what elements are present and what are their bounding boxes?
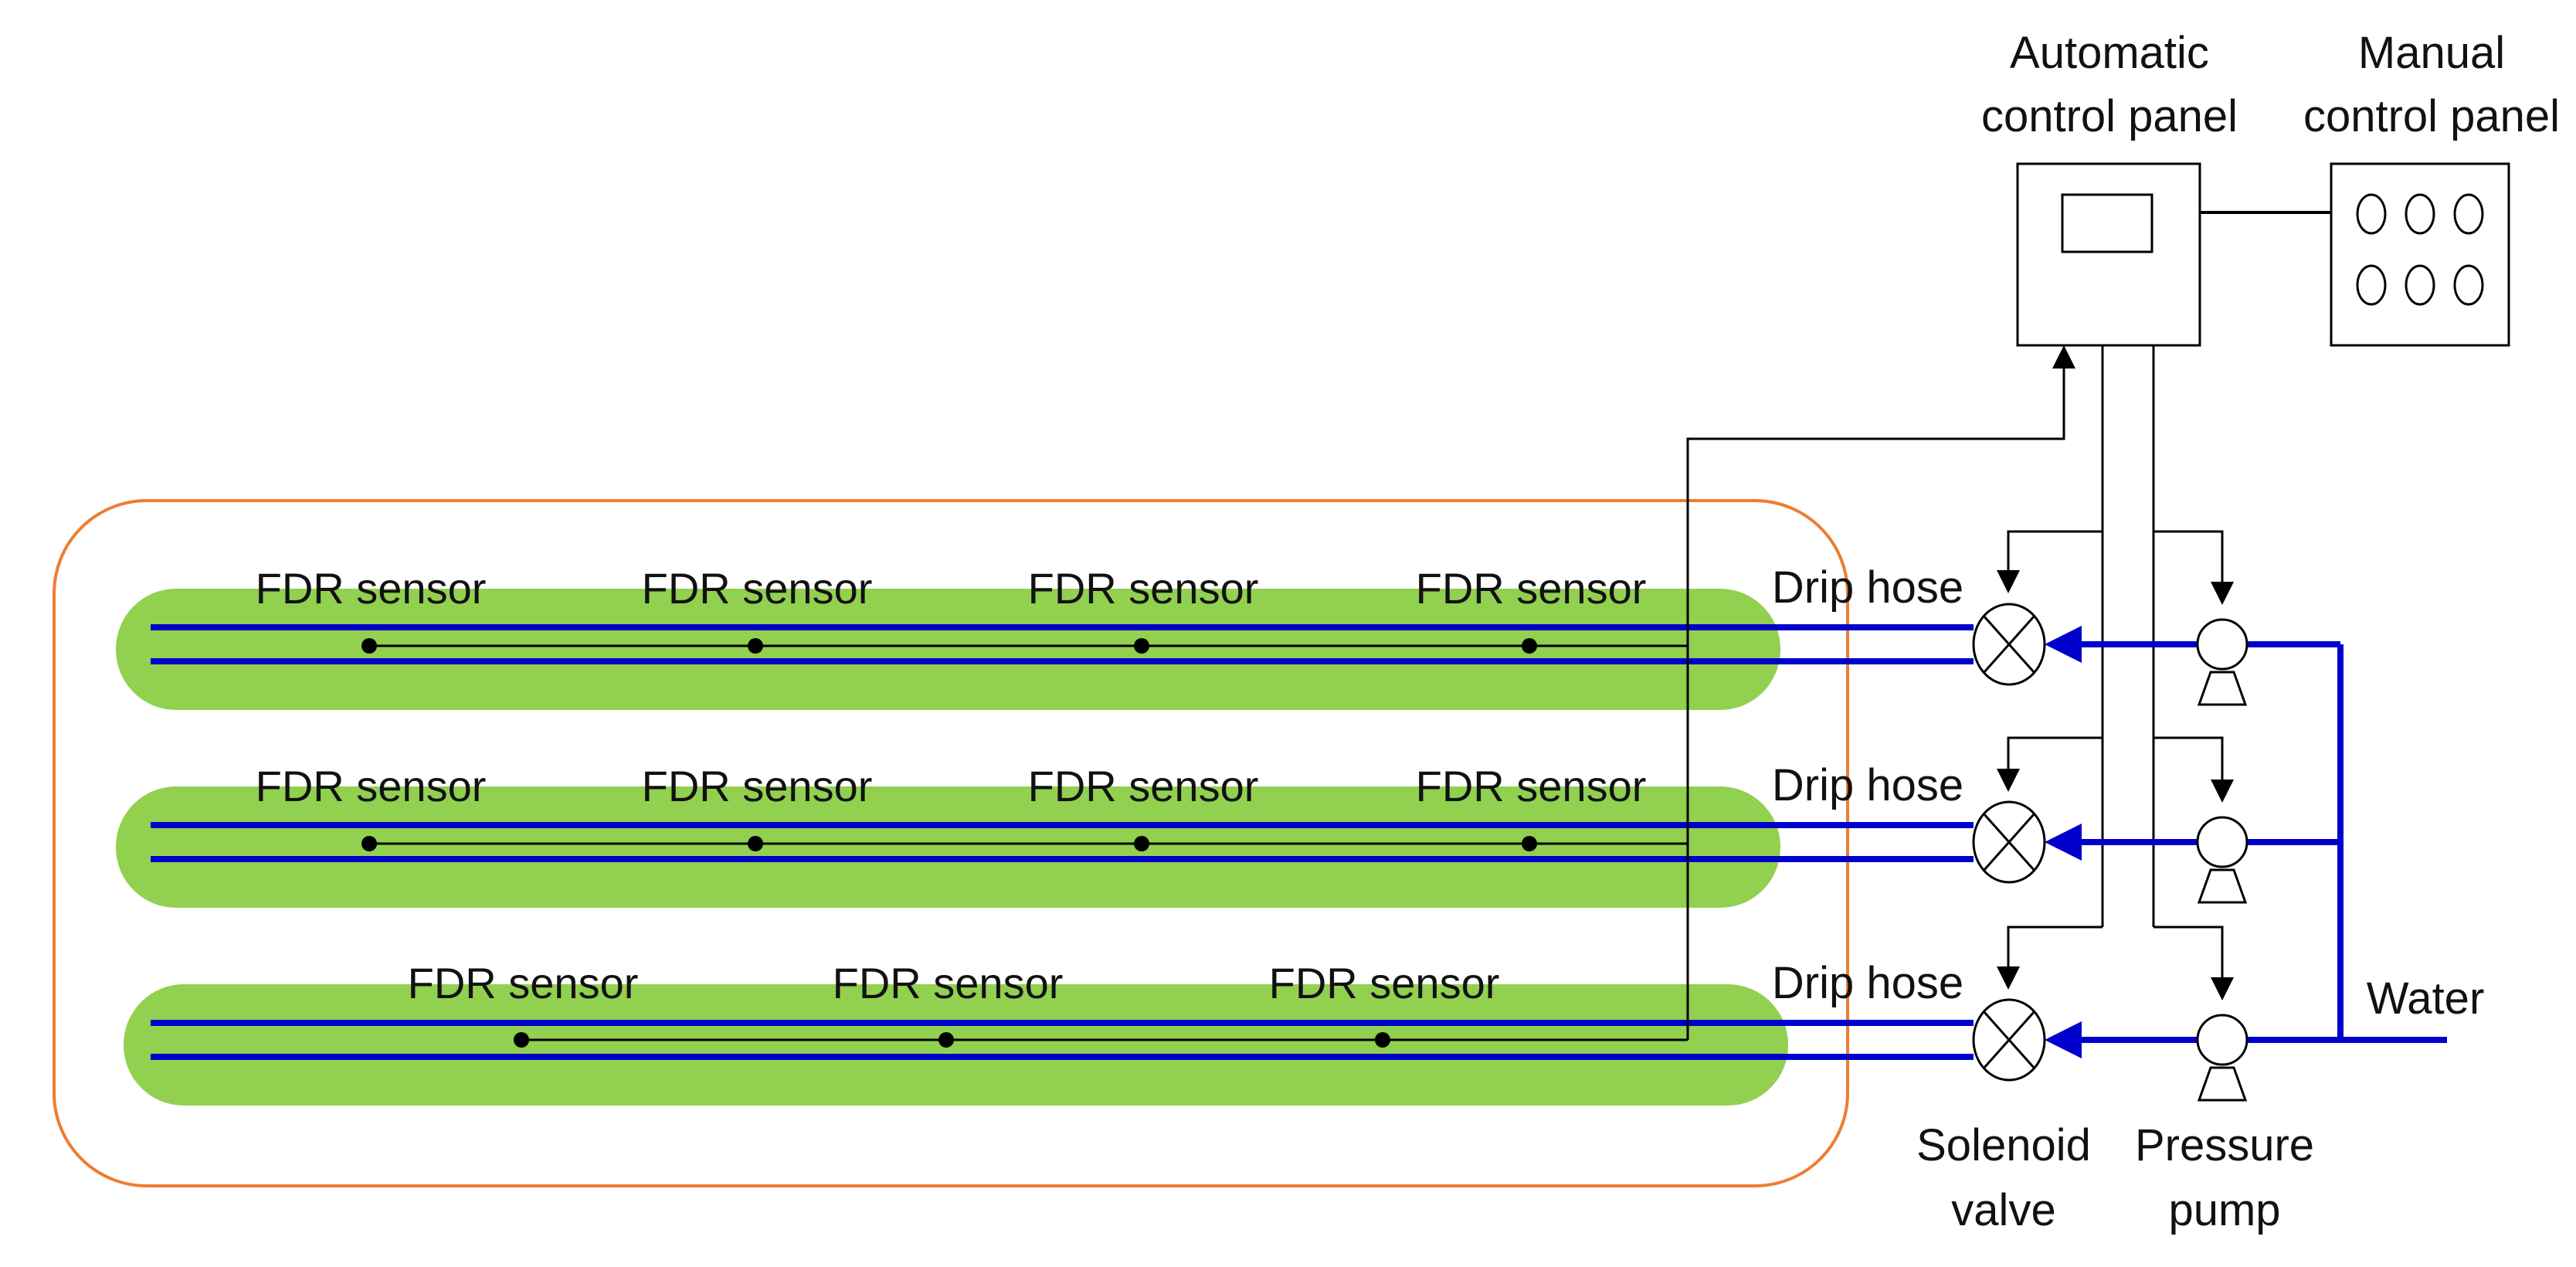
solenoid-valve-label-line2: valve xyxy=(1951,1185,2055,1235)
sensor-label: FDR sensor xyxy=(1416,564,1647,613)
panel-display xyxy=(2061,193,2153,253)
button-icon xyxy=(2405,264,2435,306)
sensor-label: FDR sensor xyxy=(833,959,1064,1007)
button-icon xyxy=(2356,193,2387,235)
sensor-label: FDR sensor xyxy=(642,564,873,613)
valve-control-line-3 xyxy=(1997,926,2103,990)
button-icon xyxy=(2453,193,2484,235)
solenoid-valves xyxy=(1972,603,2046,1082)
sensor-dot xyxy=(361,638,377,654)
planting-beds xyxy=(116,589,1788,1106)
pump-control-line-1 xyxy=(2153,530,2234,605)
sensor-dot xyxy=(361,836,377,851)
water-label: Water xyxy=(2367,973,2485,1024)
button-icon xyxy=(2453,264,2484,306)
solenoid-valve-icon xyxy=(1972,998,2046,1082)
sensor-label: FDR sensor xyxy=(256,762,487,810)
solenoid-valve-icon xyxy=(1972,800,2046,884)
water-supply xyxy=(2045,626,2447,1058)
sensor-dot xyxy=(1375,1032,1390,1048)
pressure-pump-icon xyxy=(2196,1014,2248,1102)
sensor-label: FDR sensor xyxy=(642,762,873,810)
sensor-dot xyxy=(748,638,763,654)
drip-hose-label: Drip hose xyxy=(1772,562,1963,613)
drip-hose-label: Drip hose xyxy=(1772,760,1963,810)
sensor-label: FDR sensor xyxy=(408,959,639,1007)
manual-panel-box xyxy=(2330,162,2510,347)
automatic-control-panel: Automatic control panel xyxy=(1981,28,2238,347)
sensor-dot xyxy=(938,1032,954,1048)
automatic-panel-box xyxy=(2016,162,2201,347)
planting-bed-3 xyxy=(124,984,1788,1106)
sensor-points xyxy=(361,638,1537,1048)
manual-panel-label-line2: control panel xyxy=(2303,91,2560,141)
sensor-dot xyxy=(514,1032,529,1048)
sensor-label: FDR sensor xyxy=(1028,564,1259,613)
sensor-dot xyxy=(1522,638,1537,654)
sensor-dot xyxy=(1134,836,1149,851)
valve-control-line-1 xyxy=(1997,530,2103,593)
sensor-dot xyxy=(1522,836,1537,851)
sensor-label: FDR sensor xyxy=(256,564,487,613)
field-boundary xyxy=(53,499,1849,1187)
pressure-pump-label-line2: pump xyxy=(2168,1185,2280,1235)
pump-control-line-3 xyxy=(2153,926,2234,1000)
sensor-label: FDR sensor xyxy=(1028,762,1259,810)
sensor-dot xyxy=(1134,638,1149,654)
control-wiring xyxy=(1997,345,2234,1000)
pressure-pump-label-line1: Pressure xyxy=(2135,1120,2314,1170)
manual-panel-label-line1: Manual xyxy=(2358,28,2505,78)
sensor-signal-trunk xyxy=(1686,345,2075,1040)
drip-hose-label: Drip hose xyxy=(1772,958,1963,1008)
sensor-label: FDR sensor xyxy=(1416,762,1647,810)
planting-bed-1 xyxy=(116,589,1780,710)
planting-bed-2 xyxy=(116,786,1780,908)
solenoid-valve-label-line1: Solenoid xyxy=(1916,1120,2091,1170)
button-icon xyxy=(2405,193,2435,235)
pressure-pump-icon xyxy=(2196,618,2248,706)
sensor-wires xyxy=(369,345,2075,1041)
sensor-label: FDR sensor xyxy=(1269,959,1500,1007)
solenoid-valve-icon xyxy=(1972,603,2046,686)
drip-hose-labels: Drip hose Drip hose Drip hose xyxy=(1772,562,1963,1008)
pressure-pump-icon xyxy=(2196,816,2248,904)
valve-control-line-2 xyxy=(1997,736,2103,792)
pressure-pumps xyxy=(2196,618,2248,1102)
sensor-dot xyxy=(748,836,763,851)
sensor-labels: FDR sensor FDR sensor FDR sensor FDR sen… xyxy=(256,564,1647,1007)
automatic-panel-label-line2: control panel xyxy=(1981,91,2238,141)
component-labels: Water Solenoid valve Pressure pump xyxy=(1916,973,2484,1235)
drip-hoses xyxy=(151,624,1974,1060)
button-icon xyxy=(2356,264,2387,306)
pump-control-line-2 xyxy=(2153,736,2234,803)
automatic-panel-label-line1: Automatic xyxy=(2010,28,2209,78)
manual-control-panel: Manual control panel xyxy=(2303,28,2560,347)
